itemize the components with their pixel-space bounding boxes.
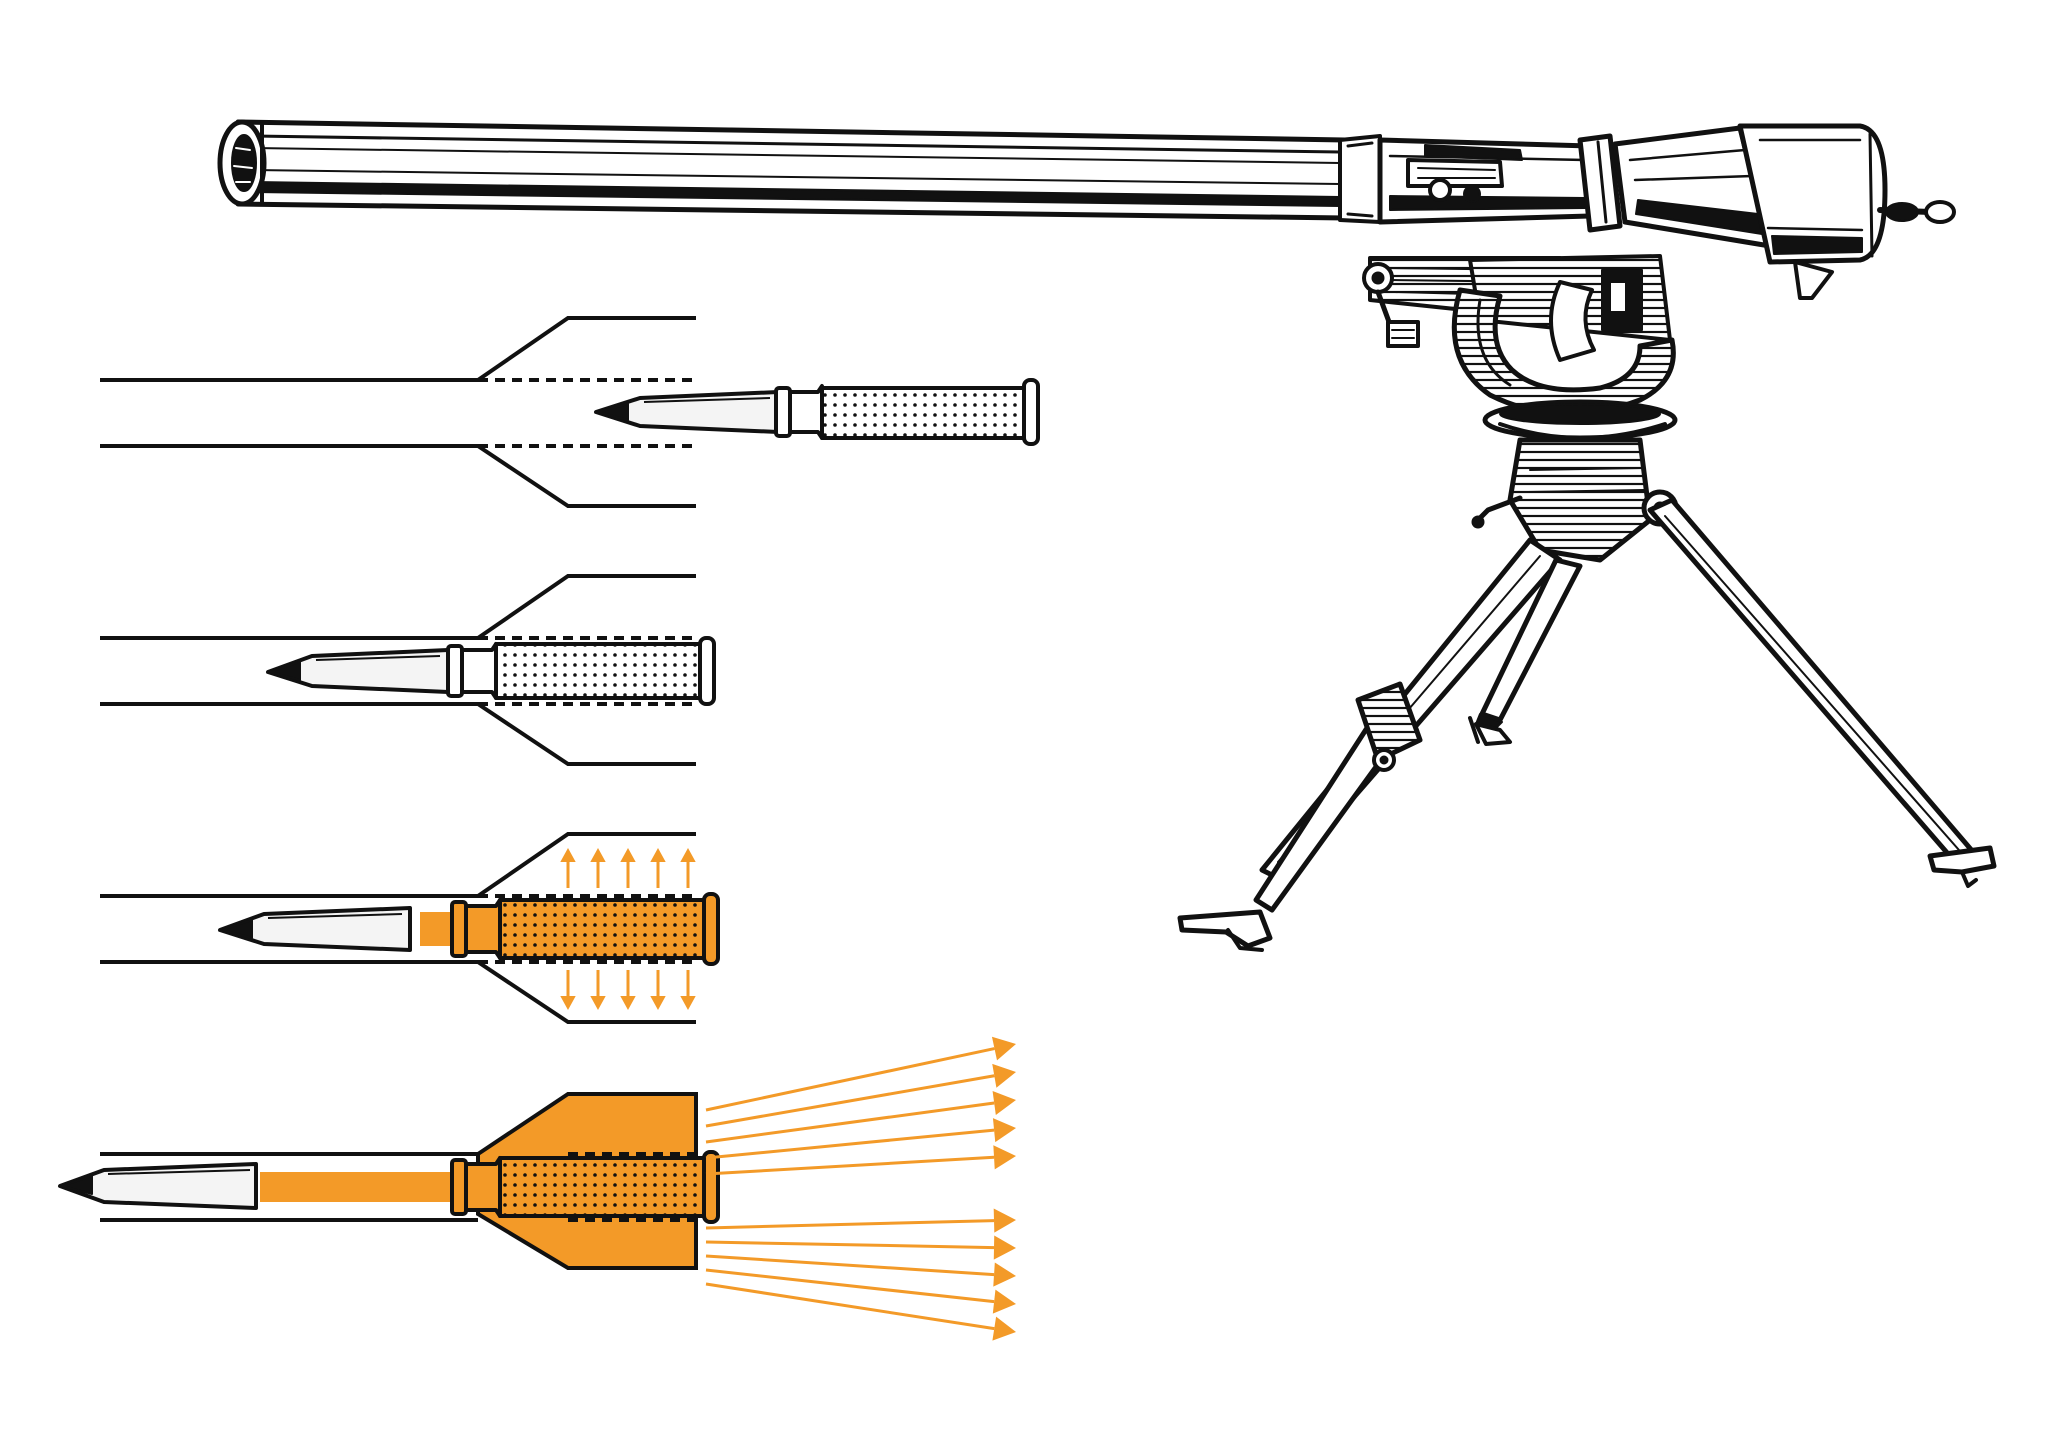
- chamber-outline: [100, 832, 696, 1024]
- barrel-icon: [217, 119, 1348, 221]
- backblast-arrow: [705, 1063, 1016, 1128]
- backblast-arrow: [705, 1282, 1016, 1341]
- chamber-outline: [100, 316, 696, 508]
- vent-arrow-up: [560, 848, 576, 888]
- cartridge: [218, 892, 720, 966]
- backblast-arrow: [705, 1268, 1016, 1314]
- vent-arrow-down: [620, 970, 636, 1010]
- sight-icon: [1406, 144, 1523, 203]
- projectile: [58, 1162, 258, 1210]
- vent-arrow-down: [590, 970, 606, 1010]
- vent-arrow-up: [590, 848, 606, 888]
- stage-cartridge-chambered: [100, 574, 716, 766]
- backblast-arrow: [705, 1036, 1016, 1112]
- vent-arrow-down: [680, 970, 696, 1010]
- vent-arrow-down: [650, 970, 666, 1010]
- recoilless-rifle-illustration: [217, 119, 1997, 952]
- vent-arrows-down: [560, 970, 696, 1010]
- vent-arrow-up: [650, 848, 666, 888]
- chamber-outline: [100, 574, 696, 766]
- backblast-arrow: [705, 1208, 1016, 1233]
- backblast-arrow: [705, 1254, 1016, 1287]
- backblast-arrow: [705, 1090, 1016, 1144]
- vent-arrow-up: [680, 848, 696, 888]
- vent-arrow-down: [560, 970, 576, 1010]
- vent-arrows-up: [560, 848, 696, 888]
- cartridge: [266, 636, 716, 706]
- stage-cartridge-loading: [100, 316, 1040, 508]
- cartridge: [594, 378, 1040, 446]
- backblast-arrows-lower: [705, 1208, 1016, 1341]
- backblast-arrow: [705, 1145, 1016, 1176]
- stage-projectile-fired-backblast: [58, 1036, 1016, 1341]
- chamber-outline: [100, 1152, 696, 1222]
- mount: [1362, 254, 1678, 441]
- cartridge-case: [450, 1150, 720, 1224]
- stage-propellant-ignition: [100, 832, 720, 1024]
- tripod-icon: [1177, 437, 1997, 952]
- vent-arrow-up: [620, 848, 636, 888]
- gas-jet: [260, 1172, 460, 1202]
- backblast-arrow: [705, 1235, 1016, 1260]
- backblast-arrows-upper: [705, 1036, 1016, 1176]
- backblast-arrow: [705, 1118, 1016, 1160]
